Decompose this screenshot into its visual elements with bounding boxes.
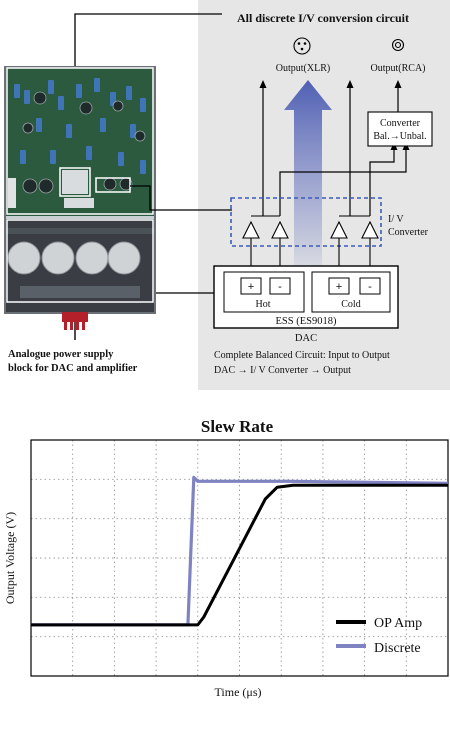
hot-minus-sign: - <box>278 281 282 293</box>
output-lines <box>262 84 407 216</box>
converter-label-line2: Bal.→Unbal. <box>373 131 426 142</box>
x-axis-label: Time (μs) <box>215 685 262 699</box>
circuit-diagram: Analogue power supply block for DAC and … <box>4 0 450 390</box>
rca-connector-icon <box>391 38 405 52</box>
output-xlr-label: Output(XLR) <box>276 63 330 74</box>
leader-lines <box>74 13 232 294</box>
output-rca-label: Output(RCA) <box>371 63 426 74</box>
legend-label-discrete: Discrete <box>374 641 421 656</box>
board-photo <box>4 66 156 314</box>
chart-grid <box>31 440 448 676</box>
iv-label-line1: I/ V <box>388 214 404 225</box>
series-line-op-amp <box>31 483 448 627</box>
legend-label-opamp: OP Amp <box>374 616 422 631</box>
iv-converter-box <box>230 197 382 247</box>
diagram-title: All discrete I/V conversion circuit <box>237 11 409 25</box>
psu-label-line2: block for DAC and amplifier <box>8 363 138 374</box>
caption-line1: Complete Balanced Circuit: Input to Outp… <box>214 350 390 361</box>
plot-frame <box>30 439 449 677</box>
iv-label-line2: Converter <box>388 227 429 238</box>
hot-label: Hot <box>256 299 271 310</box>
converter-label-line1: Converter <box>380 118 421 129</box>
dac-label: DAC <box>295 333 317 344</box>
caption-line2: DAC → I/ V Converter → Output <box>214 365 351 376</box>
psu-label-line1: Analogue power supply <box>8 349 114 360</box>
cold-minus-sign: - <box>368 281 372 293</box>
signal-flow-arrow <box>284 80 332 280</box>
y-axis-label: Output Voltage (V) <box>3 512 17 604</box>
cold-plus-sign: + <box>336 281 342 293</box>
chart-title: Slew Rate <box>201 417 274 436</box>
hot-box <box>223 271 305 313</box>
diagram-panel <box>198 0 450 390</box>
ess-label: ESS (ES9018) <box>276 316 337 327</box>
cold-label: Cold <box>341 299 360 310</box>
series-layer <box>31 475 449 627</box>
psu-pointer <box>62 312 88 340</box>
hot-plus-sign: + <box>248 281 254 293</box>
slew-rate-chart: Slew Rate Output Voltage (V) Time (μs) O… <box>3 417 449 699</box>
converter-box <box>367 111 433 147</box>
legend: OP Amp Discrete <box>336 616 422 656</box>
xlr-connector-icon <box>293 37 311 55</box>
